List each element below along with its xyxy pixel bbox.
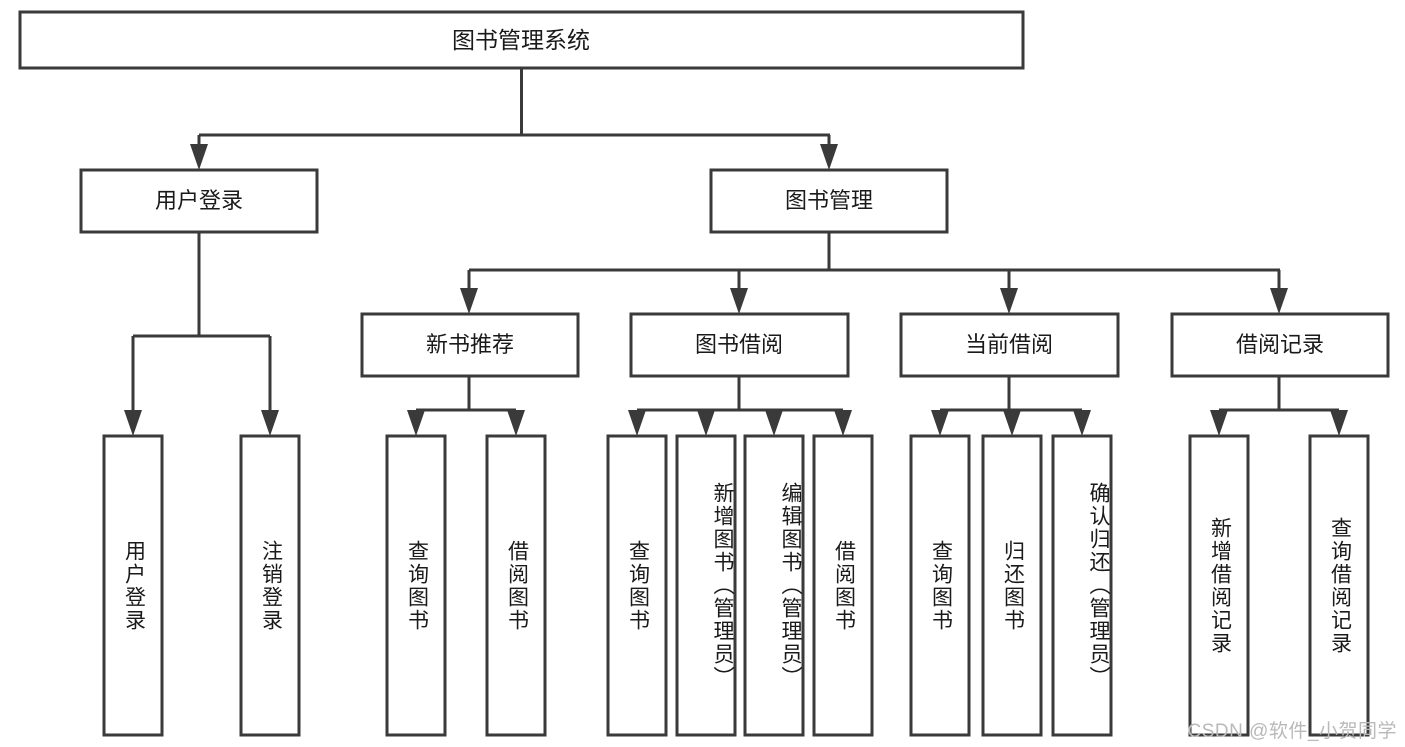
node-leaf-user-login-box[interactable] — [102, 434, 164, 737]
node-leaf-logout-login-box[interactable] — [239, 434, 301, 737]
arrow-head-leaf-add-borrow-record — [1210, 410, 1228, 436]
node-leaf-borrow-book-2-box[interactable] — [812, 434, 874, 737]
edge-group-borrow-record — [1210, 376, 1348, 436]
node-root-box[interactable] — [18, 10, 1025, 70]
node-root-label: 图书管理系统 — [452, 27, 590, 53]
edge-group-book-borrow — [628, 376, 852, 436]
arrow-head-new-book-recommend — [460, 288, 478, 314]
arrow-head-leaf-user-login — [124, 410, 142, 436]
arrow-head-leaf-return-book — [1003, 410, 1021, 436]
arrow-head-leaf-borrow-book-1 — [507, 410, 525, 436]
edge-group-user-login — [124, 232, 279, 436]
node-leaf-query-book-2-box[interactable] — [606, 434, 668, 737]
node-leaf-borrow-book-1-box[interactable] — [485, 434, 547, 737]
edge-group-book-management — [460, 232, 1288, 314]
node-user-login-label: 用户登录 — [155, 188, 243, 213]
node-user-login-box[interactable] — [79, 168, 319, 234]
node-leaf-query-book-3-box[interactable] — [909, 434, 971, 737]
arrow-head-leaf-query-book-2 — [628, 410, 646, 436]
node-book-management[interactable]: 图书管理 — [709, 168, 949, 234]
arrow-head-leaf-query-book-1 — [407, 410, 425, 436]
node-leaf-query-borrow-record-box[interactable] — [1308, 434, 1370, 737]
node-book-borrow-label: 图书借阅 — [695, 332, 783, 357]
node-user-login[interactable]: 用户登录 — [79, 168, 319, 234]
arrow-head-book-management — [820, 144, 838, 170]
arrow-head-leaf-query-borrow-record — [1330, 410, 1348, 436]
node-book-borrow[interactable]: 图书借阅 — [629, 312, 850, 378]
arrow-head-book-borrow — [730, 288, 748, 314]
node-borrow-record[interactable]: 借阅记录 — [1170, 312, 1390, 378]
node-borrow-record-box[interactable] — [1170, 312, 1390, 378]
node-root[interactable]: 图书管理系统 — [18, 10, 1025, 70]
node-book-management-box[interactable] — [709, 168, 949, 234]
arrow-head-leaf-query-book-3 — [931, 410, 949, 436]
edge-group-current-borrow — [931, 376, 1091, 436]
node-current-borrow-label: 当前借阅 — [965, 332, 1053, 357]
node-current-borrow-box[interactable] — [899, 312, 1120, 378]
node-leaf-edit-book-admin-box[interactable] — [743, 434, 805, 737]
leaf-boxes — [102, 434, 1370, 737]
arrow-head-user-login — [190, 144, 208, 170]
arrow-head-leaf-borrow-book-2 — [834, 410, 852, 436]
node-leaf-add-borrow-record-box[interactable] — [1188, 434, 1250, 737]
node-leaf-return-book-box[interactable] — [981, 434, 1043, 737]
arrow-head-borrow-record — [1270, 288, 1288, 314]
arrow-head-leaf-confirm-return-admin — [1073, 410, 1091, 436]
node-leaf-query-book-1-box[interactable] — [385, 434, 447, 737]
arrow-head-leaf-logout-login — [261, 410, 279, 436]
csdn-watermark: CSDN @软件_小贺同学 — [1187, 721, 1397, 742]
node-book-management-label: 图书管理 — [785, 188, 873, 213]
arrow-head-leaf-add-book-admin — [697, 410, 715, 436]
edge-group-root — [190, 68, 838, 170]
node-book-borrow-box[interactable] — [629, 312, 850, 378]
node-new-book-recommend[interactable]: 新书推荐 — [360, 312, 580, 378]
node-leaf-add-book-admin-box[interactable] — [675, 434, 737, 737]
arrow-head-leaf-edit-book-admin — [765, 410, 783, 436]
node-current-borrow[interactable]: 当前借阅 — [899, 312, 1120, 378]
edge-group-new-book-recommend — [407, 376, 525, 436]
node-borrow-record-label: 借阅记录 — [1236, 332, 1324, 357]
arrow-head-current-borrow — [1000, 288, 1018, 314]
node-new-book-recommend-box[interactable] — [360, 312, 580, 378]
node-new-book-recommend-label: 新书推荐 — [426, 332, 514, 357]
node-leaf-confirm-return-admin-box[interactable] — [1051, 434, 1113, 737]
